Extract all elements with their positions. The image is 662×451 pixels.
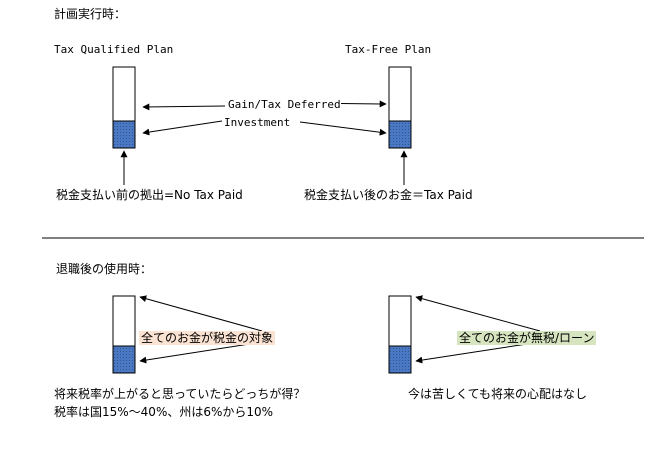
investment-label: Investment xyxy=(224,116,291,130)
taxfree-retirement-caption: 今は苦しくても将来の心配はなし xyxy=(408,387,588,401)
left-plan-bar xyxy=(112,66,136,149)
taxed-arrow-top xyxy=(139,295,263,332)
right-retirement-bar xyxy=(388,295,412,374)
investment-arrow-right xyxy=(299,121,387,136)
section1-heading: 計画実行時： xyxy=(54,7,127,21)
retirement-caption-line2: 税率は国15%～40%、州は6%から10% xyxy=(54,405,274,419)
taxfree-label: 全てのお金が無税/ローン xyxy=(457,331,597,345)
right-plan-caption: 税金支払い後のお金＝Tax Paid xyxy=(304,188,473,202)
left-retirement-bar xyxy=(112,295,136,374)
gain-arrow-left xyxy=(142,103,226,111)
taxed-label: 全てのお金が税金の対象 xyxy=(139,331,276,345)
taxfree-arrow-bottom xyxy=(415,341,541,364)
gain-tax-deferred-label: Gain/Tax Deferred xyxy=(228,98,341,112)
left-plan-title: Tax Qualified Plan xyxy=(54,43,174,56)
right-plan-title: Tax-Free Plan xyxy=(345,43,432,56)
investment-arrow-left xyxy=(142,120,223,136)
left-plan-caption: 税金支払い前の拠出=No Tax Paid xyxy=(56,188,243,202)
taxfree-arrow-top xyxy=(415,295,541,332)
section2-heading: 退職後の使用時： xyxy=(56,262,153,276)
right-plan-bar xyxy=(388,66,412,149)
taxed-arrow-bottom xyxy=(139,341,263,364)
retirement-caption-line1: 将来税率が上がると思っていたらどっちが得？ xyxy=(54,387,306,401)
